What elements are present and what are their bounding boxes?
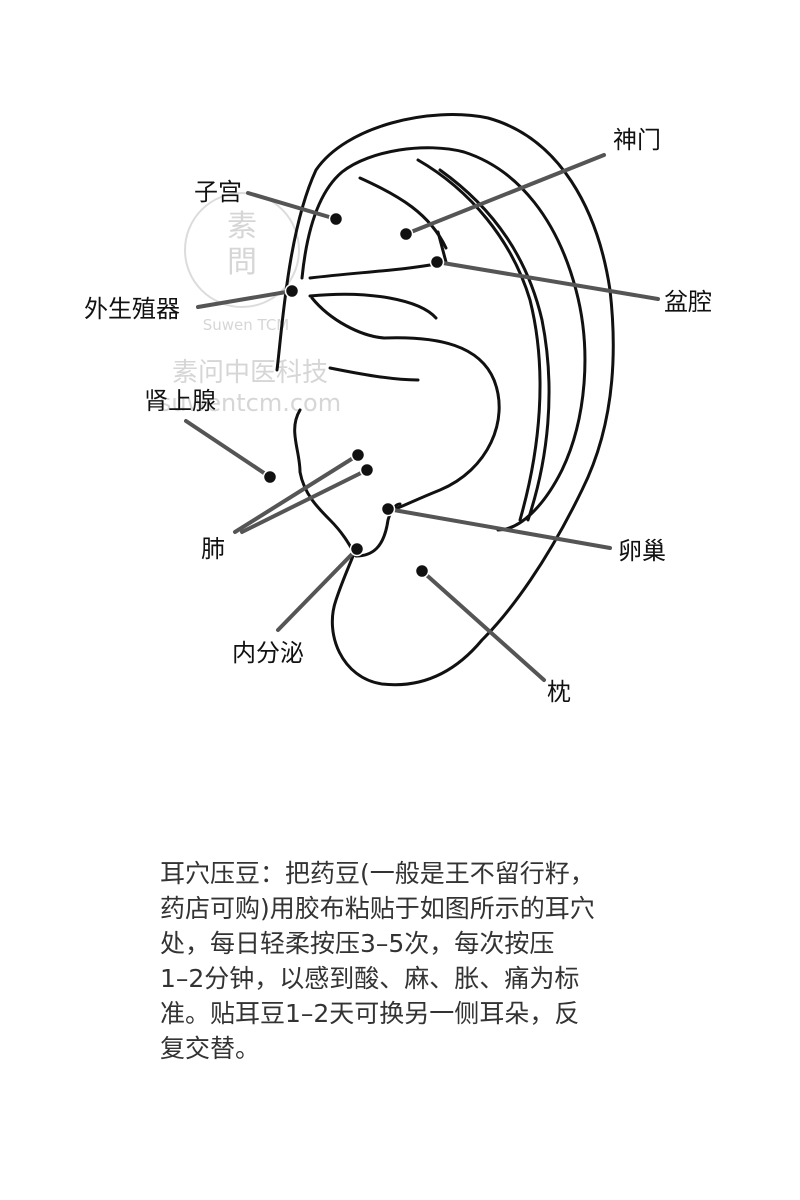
pointer-waishengzhiqi [196, 289, 294, 309]
instructions-line: 耳穴压豆：把药豆(一般是王不留行籽， [160, 859, 595, 888]
helix-inner [300, 146, 587, 532]
acupoint-labels: 神门 子宫 盆腔 外生殖器 肾上腺 肺 卵巢 内分泌 枕 [84, 126, 712, 706]
pointer-zhen [420, 569, 546, 682]
label-neifenmi: 内分泌 [232, 639, 304, 667]
antihelix-inner [438, 168, 551, 522]
watermark-seal-bottom: 問 [227, 245, 257, 280]
watermark-seal-ring [184, 192, 300, 308]
label-penqiang: 盆腔 [664, 288, 712, 316]
helix-outer [275, 113, 615, 687]
ear-acupoint-diagram: 素 問 Suwen TCM 素问中医科技 suwentcm.com [84, 113, 712, 706]
acupoint-dots [262, 211, 445, 579]
tragus [293, 408, 402, 558]
watermark-seal-top: 素 [227, 209, 257, 244]
acupoint-dot-shenshangxian [262, 469, 278, 485]
label-shenmen: 神门 [613, 126, 661, 154]
watermark-brand-cn: 素问中医科技 [172, 358, 328, 388]
antihelix-outer [416, 158, 542, 522]
acupoint-dot-fei-2 [359, 462, 375, 478]
label-zigong: 子宫 [194, 178, 242, 206]
label-shenshangxian: 肾上腺 [144, 387, 216, 415]
inferior-crus [308, 292, 438, 320]
instructions-text: 耳穴压豆：把药豆(一般是王不留行籽， 药店可购)用胶布粘贴于如图所示的耳穴 处，… [160, 856, 650, 1066]
helix-crus [328, 366, 420, 382]
triangular-fossa [308, 230, 448, 280]
label-waishengzhiqi: 外生殖器 [84, 295, 180, 323]
instructions-line: 准。贴耳豆1–2天可换另一侧耳朵，反 [160, 999, 580, 1028]
label-zhen: 枕 [547, 678, 571, 706]
pointer-shenmen [404, 153, 606, 236]
pointer-fei-1 [233, 453, 360, 534]
acupoint-dot-waishengzhiqi [284, 283, 300, 299]
pointer-luanchao [386, 507, 612, 550]
acupoint-dot-fei-1 [350, 447, 366, 463]
acupoint-dot-penqiang [429, 254, 445, 270]
cymba-concha [310, 296, 501, 512]
acupoint-dot-shenmen [398, 226, 414, 242]
instructions-line: 复交替。 [160, 1034, 261, 1063]
pointer-shenshangxian [184, 419, 272, 479]
acupoint-dot-neifenmi [349, 541, 365, 557]
label-fei: 肺 [201, 535, 225, 563]
acupoint-dot-zhen [414, 563, 430, 579]
instructions-line: 1–2分钟，以感到酸、麻、胀、痛为标 [160, 964, 580, 993]
ear-outline [275, 113, 615, 687]
acupoint-dot-luanchao [380, 501, 396, 517]
pointer-lines [184, 153, 660, 682]
watermark: 素 問 Suwen TCM 素问中医科技 suwentcm.com [159, 192, 341, 417]
watermark-brand-en: Suwen TCM [203, 316, 290, 334]
pointer-penqiang [435, 260, 660, 301]
pointer-zigong [246, 191, 338, 221]
instructions-line: 处，每日轻柔按压3–5次，每次按压 [160, 929, 555, 958]
acupoint-dot-zigong [328, 211, 344, 227]
label-luanchao: 卵巢 [618, 537, 666, 565]
instructions-line: 药店可购)用胶布粘贴于如图所示的耳穴 [160, 894, 595, 923]
pointer-fei-2 [240, 468, 369, 534]
pointer-neifenmi [276, 547, 359, 632]
watermark-site: suwentcm.com [159, 389, 341, 417]
